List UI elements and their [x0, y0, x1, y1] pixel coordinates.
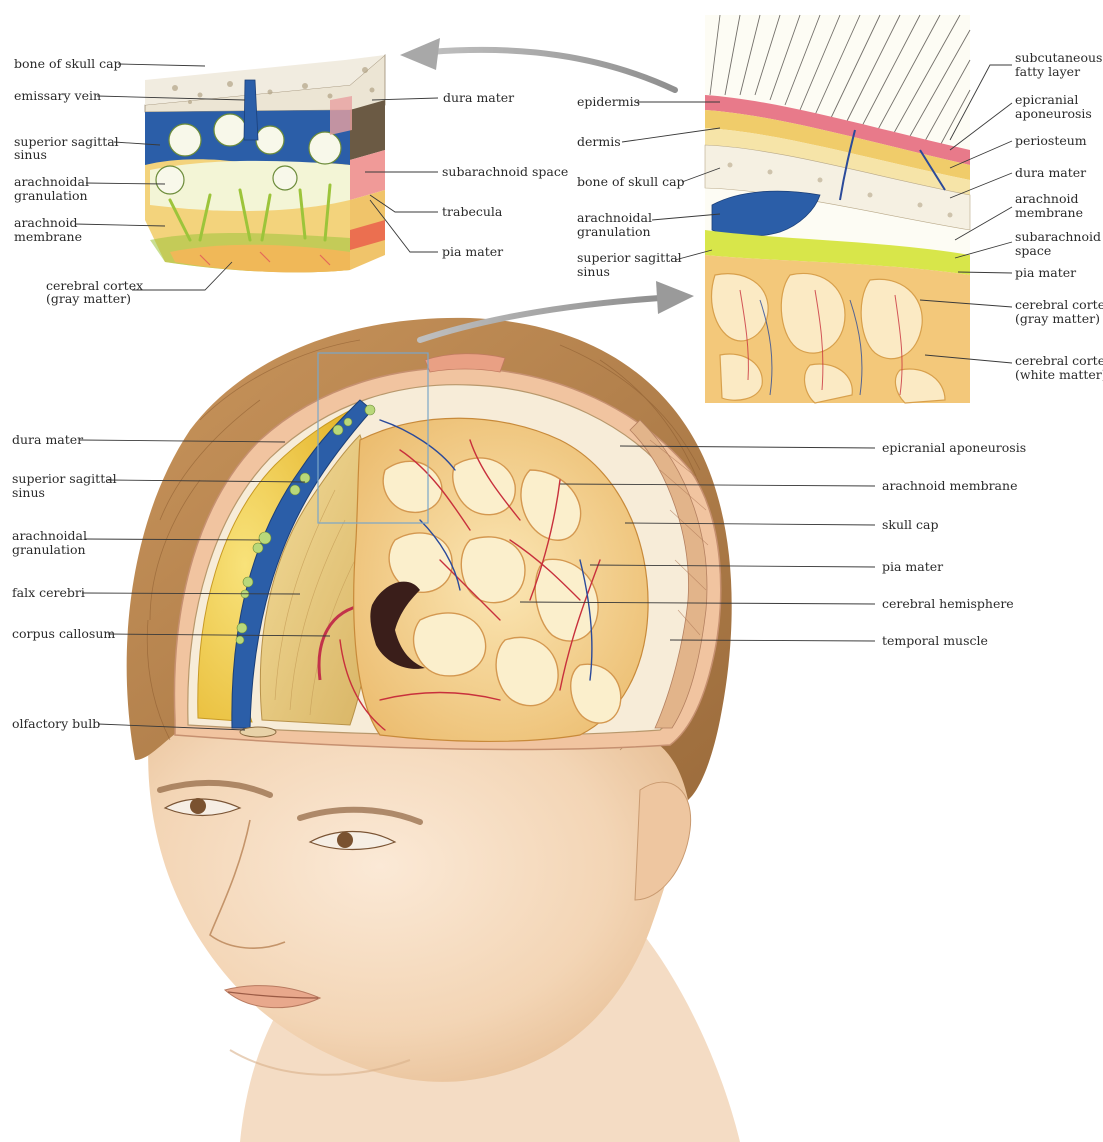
- label-m-temporal-muscle: temporal muscle: [882, 633, 988, 648]
- label-tl-pia-mater: pia mater: [442, 244, 503, 259]
- label-tr-epidermis: epidermis: [577, 94, 640, 109]
- top-left-inset: [145, 55, 385, 272]
- label-tl-emissary-vein: emissary vein: [14, 88, 101, 103]
- label-tl-bone-of-skull-cap: bone of skull cap: [14, 56, 122, 71]
- olfactory-bulb-shape: [240, 727, 276, 737]
- label-tr-dura-mater: dura mater: [1015, 165, 1086, 180]
- label-m-pia-mater: pia mater: [882, 559, 943, 574]
- label-m-arachnoid-membrane: arachnoid membrane: [882, 478, 1017, 493]
- label-m-dura-mater: dura mater: [12, 432, 83, 447]
- label-tr-cerebral-cortex-white: cerebral cortex(white matter): [1015, 353, 1103, 382]
- arrow-to-top-left: [430, 50, 675, 90]
- top-right-inset: [705, 15, 970, 403]
- label-m-skull-cap: skull cap: [882, 517, 938, 532]
- label-m-epicranial-aponeurosis: epicranial aponeurosis: [882, 440, 1026, 455]
- label-m-cerebral-hemisphere: cerebral hemisphere: [882, 596, 1014, 611]
- label-tr-cerebral-cortex-gray: cerebral cortex(gray matter): [1015, 297, 1103, 326]
- label-tl-dura-mater: dura mater: [443, 90, 514, 105]
- label-tr-pia-mater: pia mater: [1015, 265, 1076, 280]
- label-tl-subarachnoid-space: subarachnoid space: [442, 164, 568, 179]
- label-m-corpus-callosum: corpus callosum: [12, 626, 115, 641]
- label-tr-bone-of-skull-cap: bone of skull cap: [577, 174, 685, 189]
- label-m-falx-cerebri: falx cerebri: [12, 585, 85, 600]
- label-tl-trabecula: trabecula: [442, 204, 503, 219]
- label-tr-dermis: dermis: [577, 134, 621, 149]
- label-tl-cerebral-cortex-gray: cerebral cortex(gray matter): [46, 278, 143, 306]
- ear: [635, 782, 691, 900]
- label-tr-periosteum: periosteum: [1015, 133, 1087, 148]
- label-m-olfactory-bulb: olfactory bulb: [12, 716, 100, 731]
- arrows: [400, 38, 694, 340]
